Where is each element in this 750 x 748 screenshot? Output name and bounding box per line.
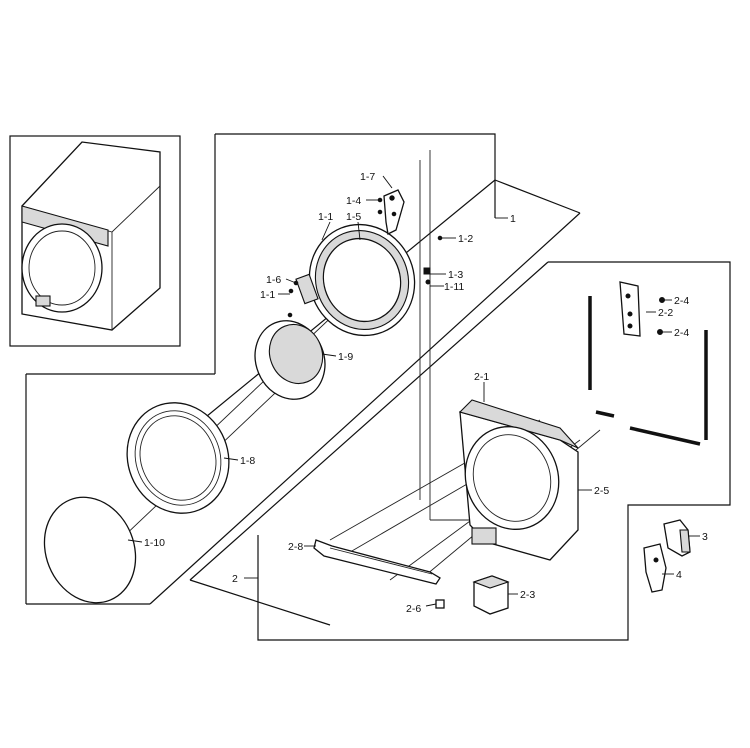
part-1-10-door-glass — [43, 496, 137, 604]
label-1-9: 1-9 — [338, 351, 353, 363]
callout-labels: 1-7 1-4 1-1 1-5 1 1-2 1-6 1-3 1-1 1-11 1… — [144, 171, 708, 615]
side-strips — [588, 296, 708, 446]
screws-group-1 — [287, 197, 443, 318]
part-1-8-door-ring — [126, 402, 230, 514]
group-2-outline — [189, 261, 731, 641]
part-3-latch — [663, 519, 691, 557]
part-2-5-front-panel — [458, 399, 579, 561]
label-3: 3 — [702, 531, 708, 543]
washer-overview-inset — [9, 135, 181, 347]
label-2-2: 2-2 — [658, 307, 673, 319]
label-1-8: 1-8 — [240, 455, 255, 467]
label-2-5: 2-5 — [594, 485, 609, 497]
label-1: 1 — [510, 213, 516, 225]
leader-lines — [127, 175, 700, 607]
part-4-lock-switch — [643, 543, 667, 593]
part-1-9-inner-glass — [254, 320, 326, 400]
label-1-1-mid: 1-1 — [260, 289, 275, 301]
label-2: 2 — [232, 573, 238, 585]
label-1-1-top: 1-1 — [318, 211, 333, 223]
part-1-7-hinge — [383, 189, 405, 235]
label-1-6: 1-6 — [266, 274, 281, 286]
label-1-7: 1-7 — [360, 171, 375, 183]
label-1-4: 1-4 — [346, 195, 361, 207]
label-2-6: 2-6 — [406, 603, 421, 615]
part-2-6-clip — [435, 599, 445, 609]
label-2-8: 2-8 — [288, 541, 303, 553]
label-1-2: 1-2 — [458, 233, 473, 245]
label-1-3: 1-3 — [448, 269, 463, 281]
label-4: 4 — [676, 569, 682, 581]
label-2-3: 2-3 — [520, 589, 535, 601]
label-1-10: 1-10 — [144, 537, 165, 549]
part-2-8-handle-bar — [313, 539, 441, 585]
label-2-1: 2-1 — [474, 371, 489, 383]
label-1-5: 1-5 — [346, 211, 361, 223]
label-1-11: 1-11 — [444, 281, 464, 293]
part-1-5-door-frame — [295, 223, 416, 337]
part-2-2-bracket — [619, 281, 641, 337]
label-2-4-top: 2-4 — [674, 295, 689, 307]
label-2-4-bottom: 2-4 — [674, 327, 689, 339]
part-2-3-box — [472, 575, 510, 615]
